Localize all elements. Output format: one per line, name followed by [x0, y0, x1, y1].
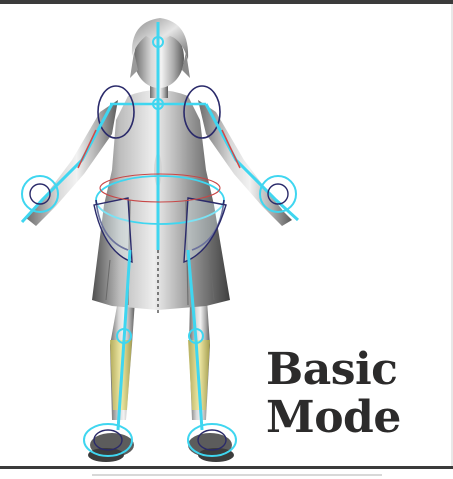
bottom-divider-secondary — [92, 474, 382, 476]
mode-caption: Basic Mode — [266, 346, 446, 442]
bottom-divider — [0, 466, 453, 469]
foot-right — [188, 433, 234, 462]
mode-caption-line1: Basic — [266, 346, 446, 394]
mode-caption-line2: Mode — [266, 394, 446, 442]
head — [130, 18, 190, 98]
